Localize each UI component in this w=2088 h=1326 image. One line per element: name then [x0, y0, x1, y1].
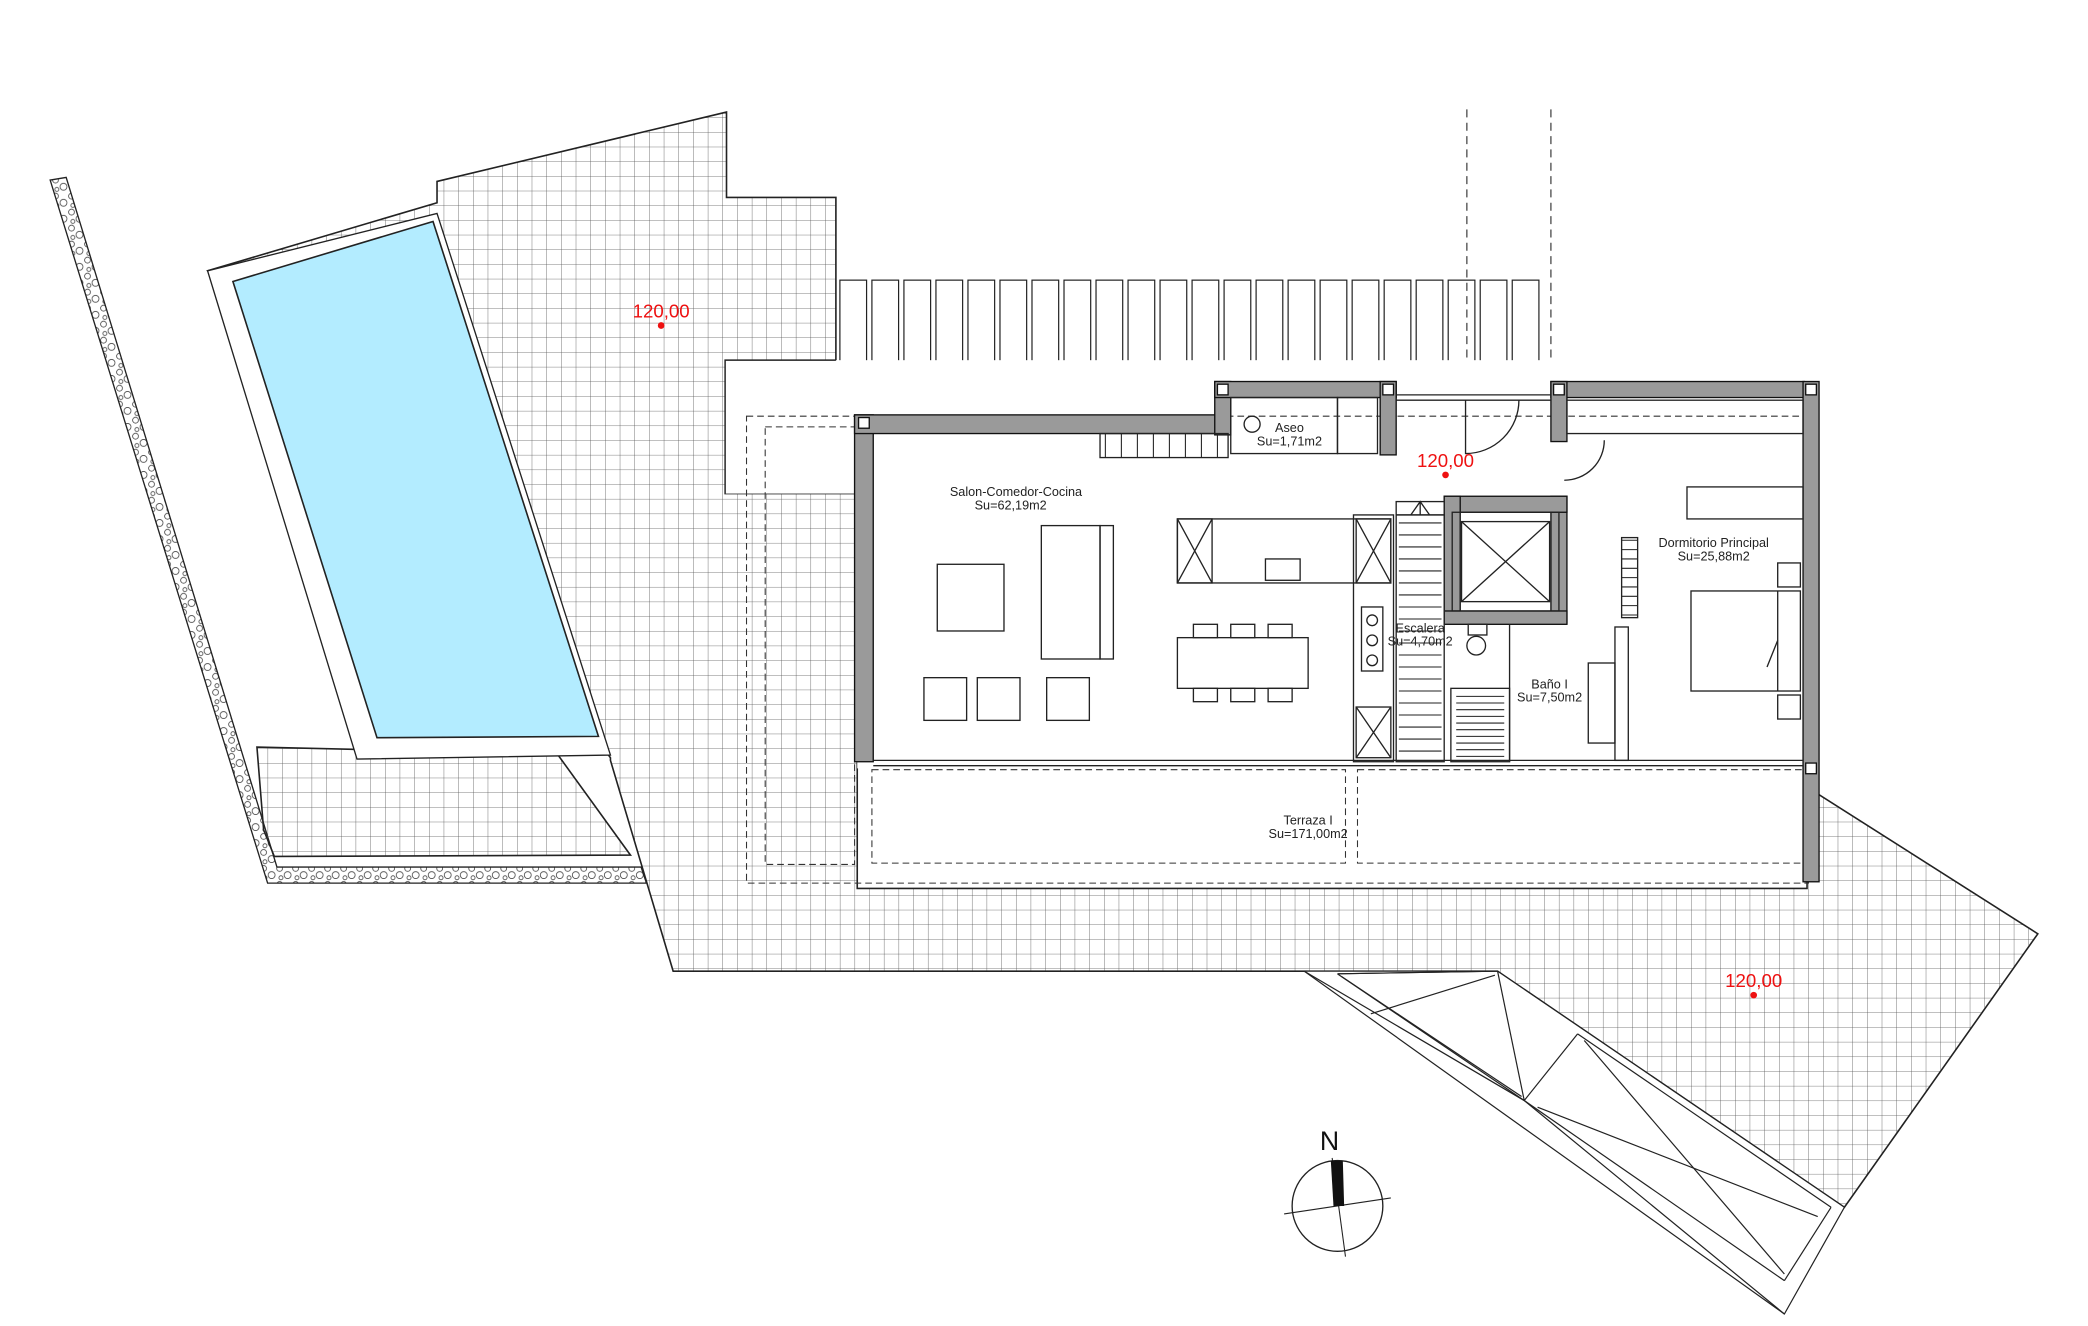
- tiled-terrace: [206, 111, 2039, 1209]
- ramp: [1302, 970, 1846, 1315]
- swimming-pool: [231, 220, 600, 739]
- label-salon-name: Salon-Comedor-Cocina: [950, 485, 1083, 499]
- label-terraza-area: Su=171,00m2: [1269, 827, 1348, 841]
- north-arrow-icon: N: [1284, 1126, 1391, 1257]
- level-marker-bottom-right: 120,00: [1725, 970, 1782, 999]
- svg-text:120,00: 120,00: [1417, 450, 1474, 471]
- svg-text:120,00: 120,00: [633, 300, 690, 321]
- label-bano-area: Su=7,50m2: [1517, 691, 1582, 705]
- label-terraza-name: Terraza I: [1284, 813, 1333, 827]
- house: [724, 359, 1820, 884]
- label-aseo-area: Su=1,71m2: [1257, 435, 1322, 449]
- parking-pavers: [839, 279, 1540, 363]
- level-marker-center: 120,00: [1417, 450, 1474, 479]
- label-bano-name: Baño I: [1531, 677, 1568, 691]
- level-marker-top-left: 120,00: [633, 300, 690, 329]
- label-dormitorio-area: Su=25,88m2: [1678, 549, 1750, 563]
- label-salon-area: Su=62,19m2: [975, 499, 1047, 513]
- svg-text:N: N: [1320, 1126, 1339, 1156]
- label-escalera-area: Su=4,70m2: [1388, 635, 1453, 649]
- label-escalera-name: Escalera: [1396, 621, 1446, 635]
- svg-text:120,00: 120,00: [1725, 970, 1782, 991]
- pebble-border: [49, 176, 648, 884]
- label-aseo-name: Aseo: [1275, 421, 1304, 435]
- driveway-lines: [1466, 109, 1552, 377]
- label-dormitorio-name: Dormitorio Principal: [1658, 536, 1768, 550]
